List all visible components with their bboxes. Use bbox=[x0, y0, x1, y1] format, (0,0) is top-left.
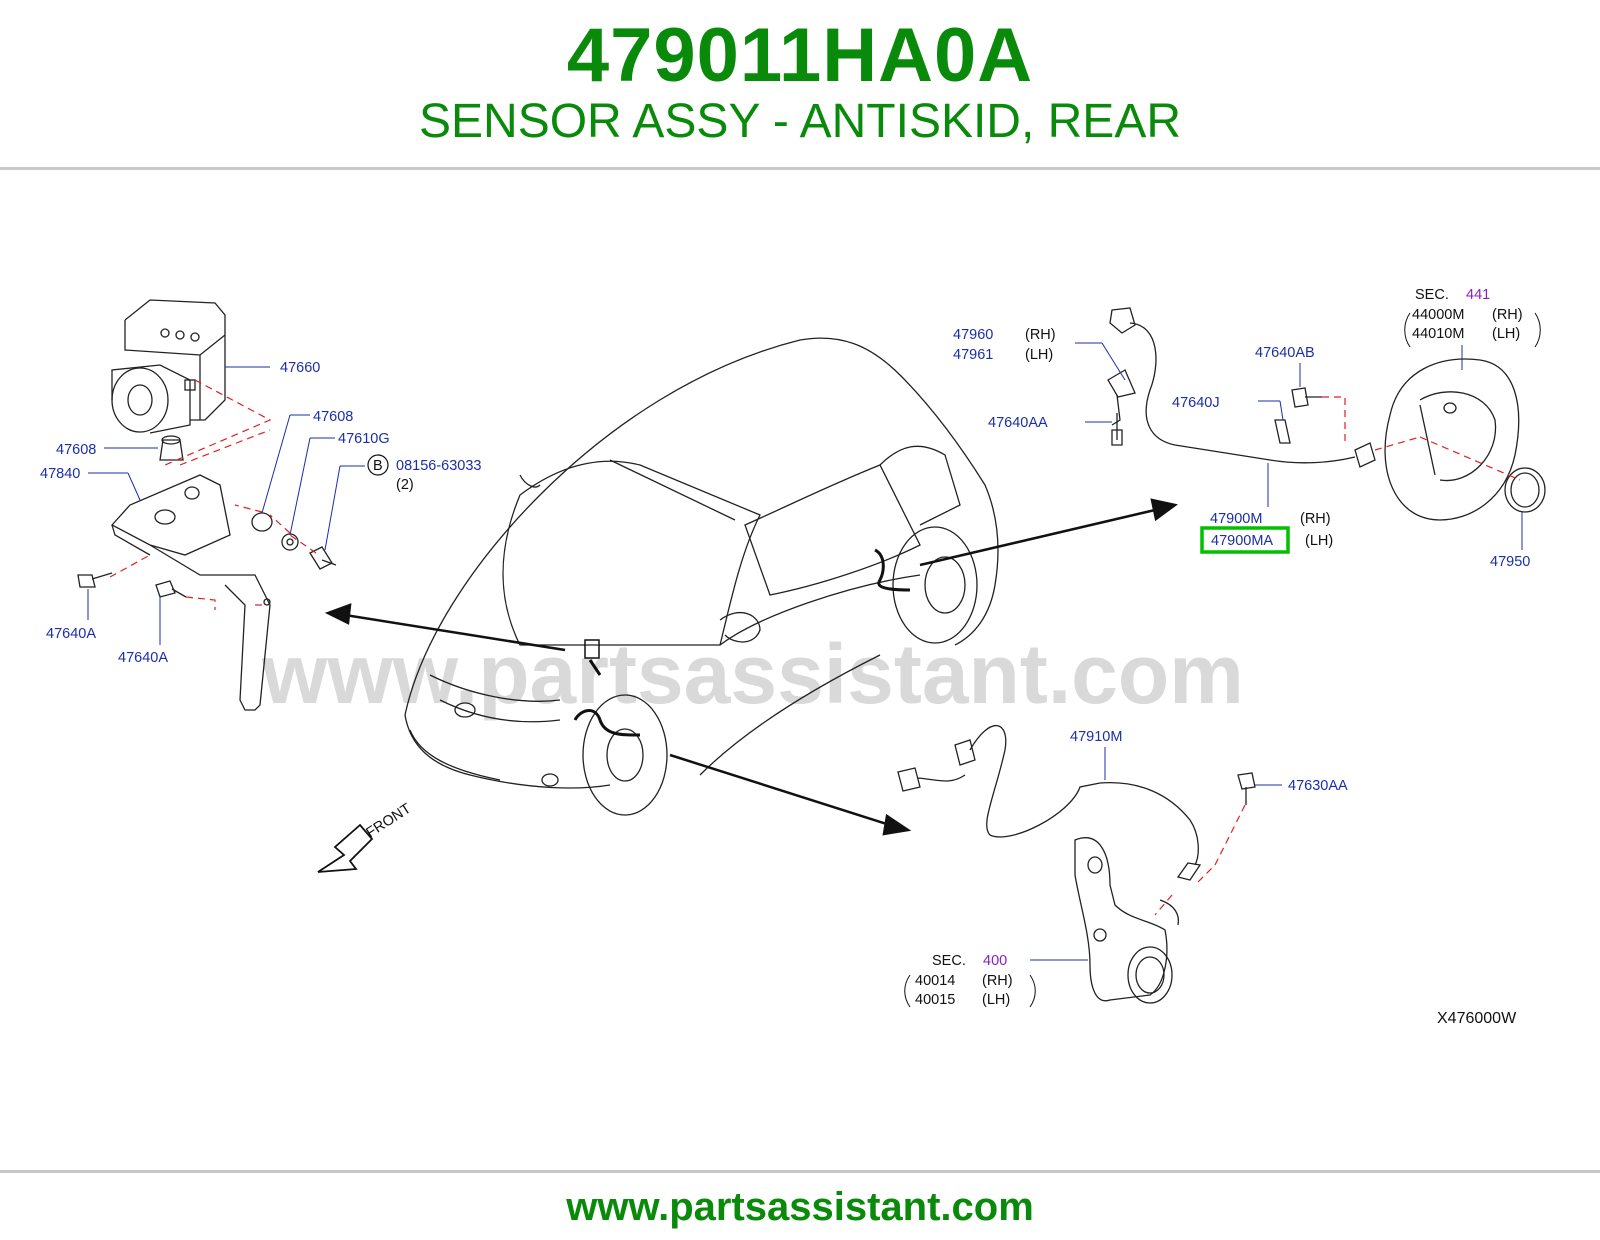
front-knuckle-drawing bbox=[1074, 837, 1180, 1004]
highlight-box-47900MA bbox=[1200, 526, 1290, 554]
label-47608-top[interactable]: 47608 bbox=[313, 409, 353, 425]
part-number-title: 479011HA0A bbox=[566, 13, 1034, 98]
label-qty-2: (2) bbox=[396, 477, 414, 493]
label-40015[interactable]: 40015 bbox=[915, 992, 955, 1008]
vehicle-outline bbox=[404, 337, 999, 816]
label-47961-lh: (LH) bbox=[1025, 347, 1053, 363]
front-label: FRONT bbox=[363, 801, 414, 842]
label-40014-rh: (RH) bbox=[982, 973, 1013, 989]
label-47640A-2[interactable]: 47640A bbox=[118, 650, 168, 666]
label-47960[interactable]: 47960 bbox=[953, 327, 993, 343]
sec-441-prefix: SEC. bbox=[1415, 287, 1449, 303]
header-divider bbox=[0, 167, 1600, 170]
sec-441-number[interactable]: 441 bbox=[1466, 287, 1490, 303]
front-part-labels: 47910M 47630AA SEC. 400 40014 (RH) 40015… bbox=[904, 729, 1348, 1008]
figure-code: X476000W bbox=[1437, 1010, 1517, 1027]
label-47961[interactable]: 47961 bbox=[953, 347, 993, 363]
label-47960-rh: (RH) bbox=[1025, 327, 1056, 343]
label-44010M-lh: (LH) bbox=[1492, 326, 1520, 342]
footer-divider bbox=[0, 1170, 1600, 1173]
bolt-marker-circle bbox=[367, 454, 389, 476]
label-47900MA-lh: (LH) bbox=[1305, 533, 1333, 549]
label-44000M-rh: (RH) bbox=[1492, 307, 1523, 323]
footer-website-link[interactable]: www.partsassistant.com bbox=[566, 1185, 1034, 1229]
abs-mount-parts bbox=[77, 435, 337, 598]
label-40015-lh: (LH) bbox=[982, 992, 1010, 1008]
watermark-text: www.partsassistant.com bbox=[261, 627, 1244, 721]
rear-red-guides bbox=[1322, 396, 1521, 481]
car-harness-sketch bbox=[573, 548, 911, 737]
abs-bracket-drawing bbox=[110, 474, 271, 711]
label-40014[interactable]: 40014 bbox=[915, 973, 955, 989]
callout-arrows bbox=[324, 498, 1178, 836]
abs-actuator-drawing bbox=[111, 299, 226, 434]
label-47640A-1[interactable]: 47640A bbox=[46, 626, 96, 642]
label-47640J[interactable]: 47640J bbox=[1172, 395, 1220, 411]
part-description: SENSOR ASSY - ANTISKID, REAR bbox=[419, 95, 1181, 148]
label-47630AA[interactable]: 47630AA bbox=[1288, 778, 1348, 794]
label-08156-63033[interactable]: 08156-63033 bbox=[396, 458, 481, 474]
rear-sensor-drawing bbox=[1107, 307, 1376, 468]
label-47950[interactable]: 47950 bbox=[1490, 554, 1530, 570]
rear-backing-plate-drawing bbox=[1384, 358, 1546, 521]
label-47900M[interactable]: 47900M bbox=[1210, 511, 1262, 527]
front-red-guides bbox=[1154, 804, 1246, 916]
label-44010M[interactable]: 44010M bbox=[1412, 326, 1464, 342]
abs-part-labels: 47660 47608 47610G 47608 47840 B 08156-6… bbox=[40, 360, 481, 666]
rear-part-labels: 47960 (RH) 47961 (LH) 47640AA 47640AB 47… bbox=[953, 287, 1541, 570]
label-44000M[interactable]: 44000M bbox=[1412, 307, 1464, 323]
front-sensor-drawing bbox=[897, 724, 1256, 881]
sec-400-number[interactable]: 400 bbox=[983, 953, 1007, 969]
label-47900M-rh: (RH) bbox=[1300, 511, 1331, 527]
label-47640AA[interactable]: 47640AA bbox=[988, 415, 1048, 431]
label-47660[interactable]: 47660 bbox=[280, 360, 320, 376]
page-header: 479011HA0A SENSOR ASSY - ANTISKID, REAR bbox=[0, 0, 1600, 170]
sec-400-prefix: SEC. bbox=[932, 953, 966, 969]
front-direction-indicator: FRONT bbox=[317, 801, 414, 873]
bolt-marker-letter: B bbox=[373, 458, 383, 474]
abs-unit-sketch bbox=[584, 639, 600, 659]
abs-red-guides bbox=[109, 379, 317, 610]
label-47640AB[interactable]: 47640AB bbox=[1255, 345, 1315, 361]
label-47910M[interactable]: 47910M bbox=[1070, 729, 1122, 745]
label-47840[interactable]: 47840 bbox=[40, 466, 80, 482]
front-arrow-icon bbox=[317, 823, 374, 873]
label-47900MA[interactable]: 47900MA bbox=[1211, 533, 1273, 549]
label-47610G[interactable]: 47610G bbox=[338, 431, 390, 447]
label-47608-left[interactable]: 47608 bbox=[56, 442, 96, 458]
parts-diagram: www.partsassistant.com bbox=[40, 287, 1546, 1027]
